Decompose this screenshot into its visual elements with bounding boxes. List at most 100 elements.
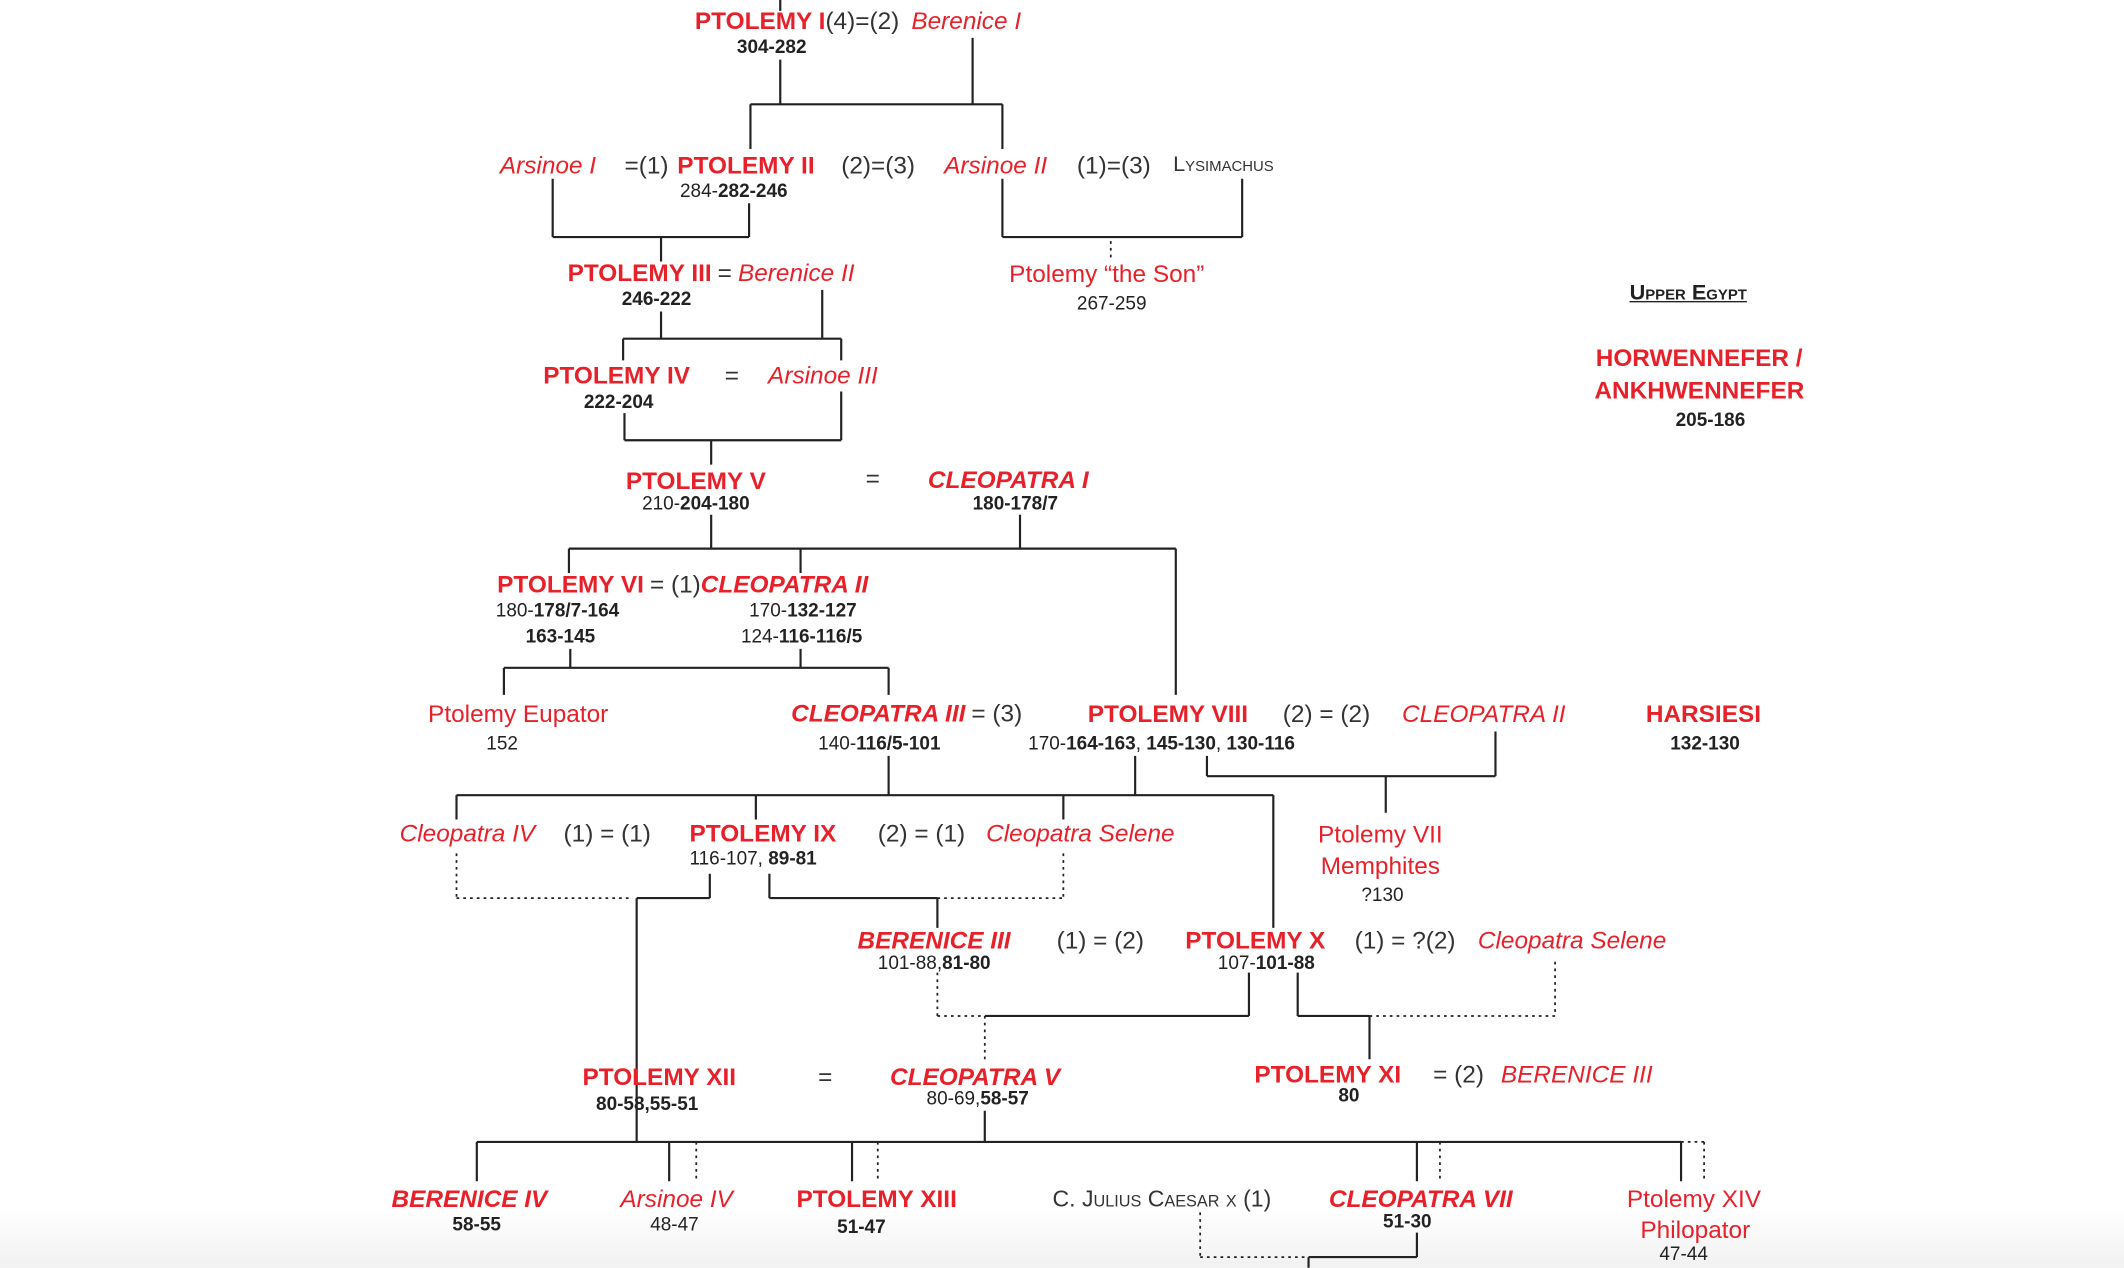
ptolemy-xi-name: PTOLEMY XI [1254, 1060, 1402, 1088]
cleopatra-iii-dates: 140-116/5-101 [818, 733, 940, 752]
ptolemy-eupator-dates: 152 [486, 731, 518, 754]
arsinoe-iii-name: Arsinoe III [768, 361, 878, 389]
marriage-marker: = (1) [649, 571, 701, 599]
ptolemy-i-node: PTOLEMY I(4)=(2) Berenice I [695, 9, 1021, 35]
ptolemy-vi-name: PTOLEMY VI [497, 571, 644, 599]
berenice-iv-dates: 58-55 [452, 1212, 501, 1235]
marriage-marker: (4)=(2) [825, 7, 900, 35]
marriage-marker: (2)=(3) [841, 151, 916, 179]
ptolemy-iv-name: PTOLEMY IV [543, 361, 690, 389]
harsiesi-name: HARSIESI [1645, 700, 1762, 728]
ptolemy-viii-name: PTOLEMY VIII [1087, 700, 1249, 728]
ptolemy-xiv-dates: 47-44 [1659, 1242, 1708, 1265]
harsiesi-dates: 132-130 [1670, 731, 1740, 754]
date-part: 130-116 [1226, 731, 1295, 754]
date-part: 116-116/5 [778, 624, 863, 647]
lysimachus-name: Lysimachus [1173, 153, 1274, 177]
date-part: 89-81 [768, 847, 817, 869]
berenice-iv-name: BERENICE IV [391, 1185, 548, 1213]
ptolemy-vi-dates: 180-178/7-164 [496, 600, 619, 619]
date-part: 116/5-101 [856, 731, 941, 754]
date-part: 81-80 [942, 951, 991, 974]
marriage-marker: = [724, 361, 739, 389]
solid-lines [455, 0, 1683, 1268]
dotted-lines [455, 241, 1705, 1258]
date-part: 210- [642, 492, 681, 514]
date-part: 145-130 [1146, 731, 1216, 754]
date-part: 180- [495, 599, 534, 621]
ptolemy-v-dates: 210-204-180 [642, 493, 750, 512]
berenice-iii-name: BERENICE III [857, 926, 1011, 954]
ptolemy-xiii-name: PTOLEMY XIII [796, 1185, 957, 1213]
ptolemy-eupator-name: Ptolemy Eupator [428, 700, 609, 728]
date-part: 170- [749, 599, 788, 621]
cleopatra-ii-name: CLEOPATRA II [700, 571, 869, 599]
ptolemy-v-name: PTOLEMY V [625, 467, 766, 495]
marriage-marker: = (3) [971, 699, 1023, 727]
ptolemy-xii-name: PTOLEMY XII [582, 1063, 737, 1091]
marriage-marker: (1) = (2) [1056, 926, 1144, 954]
marriage-marker: (1)=(3) [1076, 151, 1151, 179]
date-part: 101-88, [877, 951, 943, 974]
ptolemy-iv-dates: 222-204 [583, 390, 654, 413]
ptolemy-vii-epithet: Memphites [1320, 852, 1440, 880]
marriage-marker: = [818, 1063, 833, 1091]
ptolemy-xi-dates: 80 [1338, 1084, 1360, 1106]
marriage-marker: = [865, 464, 880, 492]
arsinoe-iv-dates: 48-47 [650, 1212, 699, 1235]
cleopatra-ii-dates: 170-132-127 [749, 600, 857, 619]
ptolemy-x-name: PTOLEMY X [1185, 926, 1326, 954]
date-part: 164-163 [1066, 731, 1136, 754]
ptolemy-vi-dates-2: 163-145 [525, 624, 596, 647]
cleopatra-selene-name: Cleopatra Selene [986, 819, 1175, 847]
cleopatra-selene-name-2: Cleopatra Selene [1477, 926, 1667, 954]
ptolemy-x-dates: 107-101-88 [1218, 953, 1315, 972]
berenice-ii-name: Berenice II [737, 259, 855, 287]
ptolemy-xiv-epithet: Philopator [1640, 1216, 1751, 1244]
date-part: 132-127 [787, 599, 857, 621]
cleopatra-vii-dates: 51-30 [1383, 1210, 1432, 1232]
ptolemy-vii-dates: ?130 [1361, 883, 1404, 906]
marriage-marker: (1) = (1) [563, 819, 651, 847]
cleopatra-iii-name: CLEOPATRA III [791, 699, 966, 727]
cleopatra-ii-dates-2: 124-116-116/5 [741, 626, 862, 645]
horwennefer-name: HORWENNEFER / [1595, 344, 1803, 372]
ptolemy-the-son-name: Ptolemy “the Son” [1009, 260, 1205, 288]
marriage-marker: = (2) [1433, 1060, 1484, 1088]
cleopatra-v-name: CLEOPATRA V [889, 1063, 1061, 1091]
ptolemy-vi-node: PTOLEMY VI = (1)CLEOPATRA II [497, 572, 868, 598]
date-part: 124- [740, 624, 779, 647]
window-bottom-shade [0, 1208, 2124, 1268]
marriage-marker: = [717, 259, 732, 287]
arsinoe-i-name: Arsinoe I [499, 151, 597, 179]
marriage-marker: (2) = (2) [1282, 700, 1371, 728]
ptolemy-ix-dates: 116-107, 89-81 [689, 848, 816, 867]
cleopatra-iii-node: CLEOPATRA III = (3) [791, 701, 1022, 727]
cleopatra-ii-name-2: CLEOPATRA II [1402, 700, 1566, 728]
date-part: 170- [1028, 731, 1067, 754]
date-part: 282-246 [717, 179, 788, 201]
date-part: 101-88 [1255, 951, 1315, 974]
berenice-i-name: Berenice I [911, 7, 1022, 35]
date-part: 58-57 [980, 1086, 1029, 1109]
ptolemy-ii-dates: 284-282-246 [680, 181, 788, 200]
berenice-iii-dates: 101-88,81-80 [878, 953, 991, 972]
ptolemy-viii-dates: 170-164-163, 145-130, 130-116 [1028, 733, 1295, 752]
upper-egypt-heading: Upper Egypt [1629, 282, 1747, 306]
ptolemy-xiii-dates: 51-47 [837, 1215, 886, 1238]
julius-caesar-name: C. Julius Caesar x (1) [1052, 1186, 1272, 1212]
ptolemy-i-name: PTOLEMY I [694, 7, 826, 35]
date-part: 178/7-164 [533, 599, 620, 621]
ptolemy-ix-name: PTOLEMY IX [689, 819, 837, 847]
horwennefer-dates: 205-186 [1675, 408, 1746, 430]
ankhwennefer-name: ANKHWENNEFER [1594, 376, 1805, 404]
ptolemy-iii-dates: 246-222 [621, 287, 692, 310]
ptolemy-xii-dates: 80-58,55-51 [596, 1092, 699, 1114]
ptolemy-iii-node: PTOLEMY III = Berenice II [568, 261, 855, 287]
ptolemy-i-dates: 304-282 [736, 35, 807, 58]
berenice-iii-name-2: BERENICE III [1500, 1060, 1653, 1088]
date-part: , [1215, 731, 1227, 754]
ptolemy-ii-name: PTOLEMY II [677, 151, 815, 179]
date-part: 140- [818, 731, 857, 754]
